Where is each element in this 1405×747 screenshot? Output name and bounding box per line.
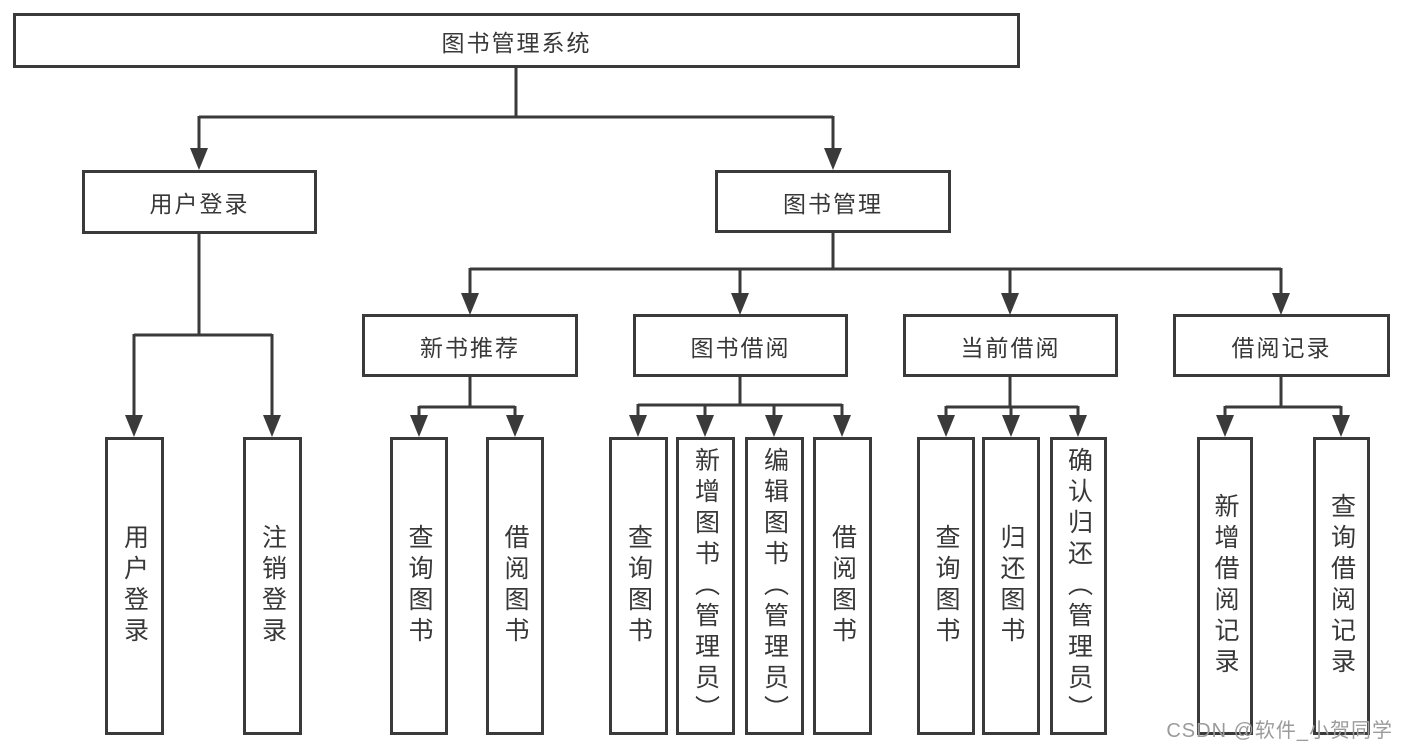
- node-label: 用户登录: [149, 191, 250, 217]
- node-book-borrowing: 图书借阅: [633, 314, 848, 377]
- connector-new-book-children: [410, 377, 524, 437]
- connector-book-borrowing-children: [629, 377, 851, 437]
- connector-book-management-children: [461, 233, 1290, 315]
- node-book-management: 图书管理: [715, 170, 951, 233]
- node-label: 图书借阅: [690, 334, 791, 361]
- node-label: 借阅图书: [828, 524, 857, 648]
- node-borrowing-records: 借阅记录: [1173, 314, 1390, 377]
- node-label: 借阅记录: [1231, 334, 1332, 361]
- connector-user-login-children: [125, 234, 281, 437]
- node-system-root: 图书管理系统: [13, 13, 1020, 68]
- node-label: 当前借阅: [960, 334, 1061, 361]
- node-label: 新增图书（管理员）: [691, 446, 720, 726]
- node-new-book-recommend: 新书推荐: [362, 314, 578, 377]
- node-label: 查询图书: [405, 524, 433, 648]
- node-label: 用户登录: [120, 524, 149, 648]
- leaf-newbook-borrow-books: 借阅图书: [486, 437, 544, 735]
- node-user-login: 用户登录: [82, 170, 317, 234]
- node-label: 新增借阅记录: [1211, 493, 1239, 679]
- leaf-records-query-record: 查询借阅记录: [1313, 437, 1370, 735]
- leaf-user-login: 用户登录: [105, 437, 164, 735]
- node-label: 新书推荐: [420, 334, 520, 361]
- node-label: 查询借阅记录: [1327, 493, 1356, 679]
- leaf-current-query-books: 查询图书: [917, 437, 975, 735]
- node-label: 查询图书: [624, 524, 653, 648]
- leaf-newbook-query-books: 查询图书: [390, 437, 448, 735]
- node-label: 编辑图书（管理员）: [760, 446, 789, 726]
- leaf-borrow-add-books-admin: 新增图书（管理员）: [676, 437, 735, 735]
- leaf-borrow-edit-books-admin: 编辑图书（管理员）: [745, 437, 804, 735]
- leaf-borrow-borrow-books: 借阅图书: [813, 437, 872, 735]
- leaf-records-add-record: 新增借阅记录: [1197, 437, 1253, 735]
- node-label: 借阅图书: [501, 524, 529, 648]
- connector-records-children: [1216, 377, 1350, 437]
- node-label: 查询图书: [932, 524, 960, 648]
- node-label: 确认归还（管理员）: [1064, 446, 1093, 726]
- node-label: 图书管理: [783, 190, 883, 217]
- leaf-current-return-books: 归还图书: [982, 437, 1040, 735]
- leaf-current-confirm-return-admin: 确认归还（管理员）: [1050, 437, 1107, 735]
- node-current-borrowing: 当前借阅: [903, 314, 1118, 377]
- connector-current-borrowing-children: [937, 377, 1087, 437]
- node-label: 注销登录: [258, 524, 287, 648]
- leaf-borrow-query-books: 查询图书: [609, 437, 668, 735]
- node-label: 归还图书: [997, 524, 1025, 648]
- connector-root-to-level2: [190, 68, 842, 170]
- leaf-logout: 注销登录: [243, 437, 302, 735]
- node-label: 图书管理系统: [441, 29, 592, 56]
- watermark: CSDN @软件_小贺同学: [1166, 720, 1393, 742]
